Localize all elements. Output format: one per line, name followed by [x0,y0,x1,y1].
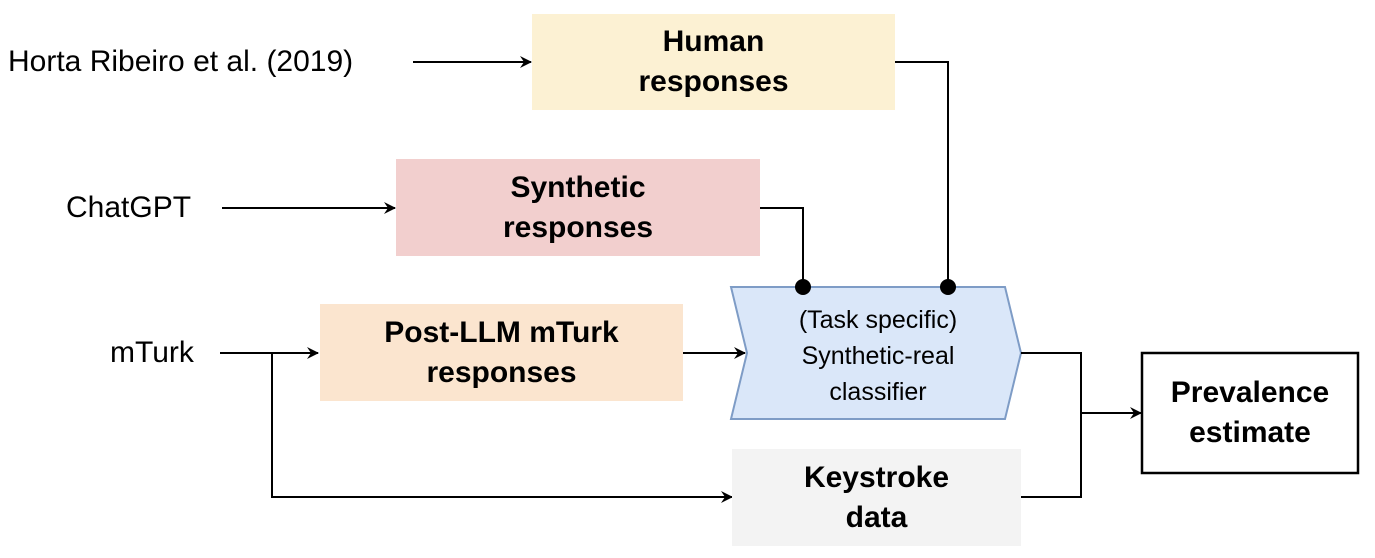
keystroke-data-box: Keystroke data [732,449,1021,546]
box-line: estimate [1189,416,1311,449]
box-line: (Task specific) [798,306,958,334]
box-line: responses [426,355,577,389]
box-line: data [845,500,908,534]
line-human-to-classifier [895,61,949,287]
box-line: classifier [829,378,927,406]
prevalence-estimate-box: Prevalence estimate [1142,353,1358,473]
box-line: Prevalence [1170,376,1330,409]
classifier-label: (Task specific) Synthetic-real classifie… [738,302,1018,410]
line-classifier-to-merge [1021,352,1082,498]
post-llm-mturk-box: Post-LLM mTurk responses [320,304,683,401]
box-line: Post-LLM mTurk [384,315,619,349]
synthetic-responses-box: Synthetic responses [396,159,760,256]
source-mturk: mTurk [110,336,194,369]
human-responses-box: Human responses [532,14,895,110]
arrow-mturk-to-keystroke [271,353,733,503]
box-line: responses [638,65,789,98]
source-chatgpt: ChatGPT [66,191,192,224]
box-line: Synthetic-real [801,342,955,370]
prevalence-border [1140,351,1360,475]
box-line: responses [502,210,654,244]
source-horta-ribeiro: Horta Ribeiro et al. (2019) [8,45,354,78]
box-line: Human [662,25,765,58]
line-synthetic-to-classifier [760,207,804,287]
box-line: Synthetic [510,170,646,204]
junction-dot-synthetic [795,279,811,295]
classifier-shape [729,286,1023,420]
box-line: Keystroke [803,460,950,494]
junction-dot-human [940,279,956,295]
